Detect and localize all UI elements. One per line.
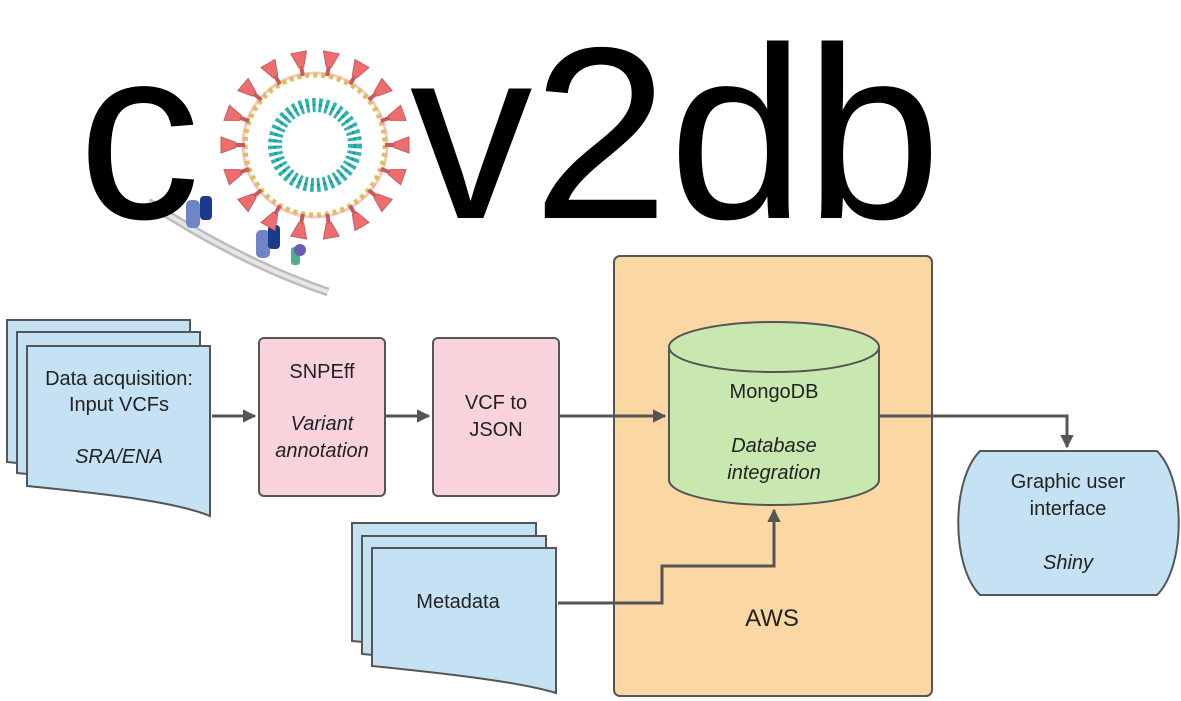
vcf-to-json-line1: VCF to bbox=[465, 392, 527, 414]
data-acquisition-title-line2: Input VCFs bbox=[69, 394, 169, 416]
spike-protein-icon bbox=[223, 104, 250, 123]
gui-sub: Shiny bbox=[1043, 552, 1094, 574]
spike-protein-icon bbox=[237, 188, 263, 213]
spike-protein-icon bbox=[223, 167, 250, 186]
logo: c v2db bbox=[78, 0, 941, 297]
spike-protein-icon bbox=[260, 58, 282, 86]
aws-label: AWS bbox=[745, 605, 799, 632]
logo-text-v2db: v2db bbox=[410, 0, 941, 270]
spike-protein-icon bbox=[380, 104, 407, 123]
vcf-to-json-line2: JSON bbox=[469, 419, 522, 441]
gui-node: Graphic user interface Shiny bbox=[957, 450, 1180, 596]
data-acquisition-title-line1: Data acquisition: bbox=[45, 368, 193, 390]
mongodb-sub-line1: Database bbox=[731, 435, 817, 457]
mongodb-title: MongoDB bbox=[730, 381, 819, 403]
spike-protein-icon bbox=[348, 58, 370, 86]
coronavirus-icon bbox=[220, 50, 410, 240]
spike-protein-icon bbox=[322, 213, 340, 240]
gui-title-line1: Graphic user bbox=[1011, 471, 1126, 493]
metadata-label: Metadata bbox=[416, 591, 500, 613]
spike-protein-icon bbox=[385, 136, 410, 154]
receptor-icon bbox=[186, 196, 306, 265]
edge-metadata-to-mongodb bbox=[558, 508, 781, 605]
edge-mongodb-to-gui bbox=[880, 414, 1074, 449]
spike-protein-icon bbox=[322, 50, 340, 77]
spike-protein-icon bbox=[260, 204, 282, 232]
data-acquisition-node: Data acquisition: Input VCFs SRA/ENA bbox=[6, 319, 211, 518]
metadata-node: Metadata bbox=[351, 522, 557, 695]
mongodb-sub-line2: integration bbox=[727, 462, 820, 484]
spike-protein-icon bbox=[367, 77, 393, 102]
data-acquisition-source: SRA/ENA bbox=[75, 446, 163, 468]
spike-protein-icon bbox=[367, 188, 393, 213]
spike-protein-icon bbox=[380, 167, 407, 186]
mongodb-node: MongoDB Database integration bbox=[668, 321, 880, 506]
vcf-to-json-node: VCF to JSON bbox=[432, 337, 560, 497]
spike-protein-icon bbox=[220, 136, 245, 154]
spike-protein-icon bbox=[290, 50, 308, 77]
spike-protein-icon bbox=[290, 213, 308, 240]
spike-protein-icon bbox=[348, 204, 370, 232]
snpeff-sub-line1: Variant bbox=[291, 413, 355, 435]
snpeff-title: SNPEff bbox=[289, 361, 355, 383]
spike-protein-icon bbox=[237, 77, 263, 102]
gui-title-line2: interface bbox=[1030, 498, 1107, 520]
logo-text-c: c bbox=[78, 0, 201, 270]
snpeff-node: SNPEff Variant annotation bbox=[258, 337, 386, 497]
snpeff-sub-line2: annotation bbox=[275, 440, 368, 462]
